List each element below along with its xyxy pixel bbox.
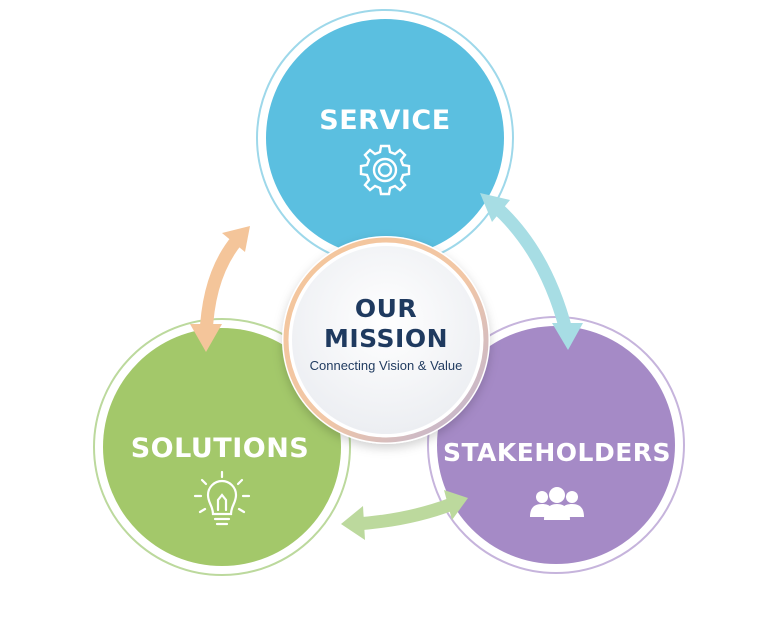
- double-arrow-icon: [489, 200, 573, 332]
- gear-icon: [359, 144, 411, 196]
- mission-subtitle: Connecting Vision & Value: [310, 358, 463, 373]
- service-circle: [266, 19, 504, 257]
- double-arrow-icon: [199, 235, 243, 337]
- solutions-node: SOLUTIONS: [93, 318, 351, 576]
- stakeholders-circle: [437, 326, 675, 564]
- stakeholders-label: STAKEHOLDERS: [443, 438, 671, 467]
- arrow-service-stakeholders: [480, 193, 583, 350]
- service-node: SERVICE: [256, 9, 514, 267]
- double-arrow-icon: [356, 497, 455, 531]
- people-group-icon: [530, 487, 584, 520]
- arrow-stakeholders-solutions: [341, 490, 468, 540]
- service-label: SERVICE: [319, 105, 450, 136]
- lightbulb-icon: [193, 470, 251, 526]
- center-ring: [283, 237, 489, 443]
- arrow-solutions-service: [190, 226, 250, 352]
- mission-title-line2: MISSION: [324, 324, 448, 353]
- center-disc: [292, 246, 480, 434]
- mission-title-line1: OUR: [355, 294, 417, 323]
- solutions-circle: [103, 328, 341, 566]
- mission-center: [282, 236, 490, 444]
- solutions-label: SOLUTIONS: [131, 433, 310, 464]
- solutions-outer-ring: [93, 318, 351, 576]
